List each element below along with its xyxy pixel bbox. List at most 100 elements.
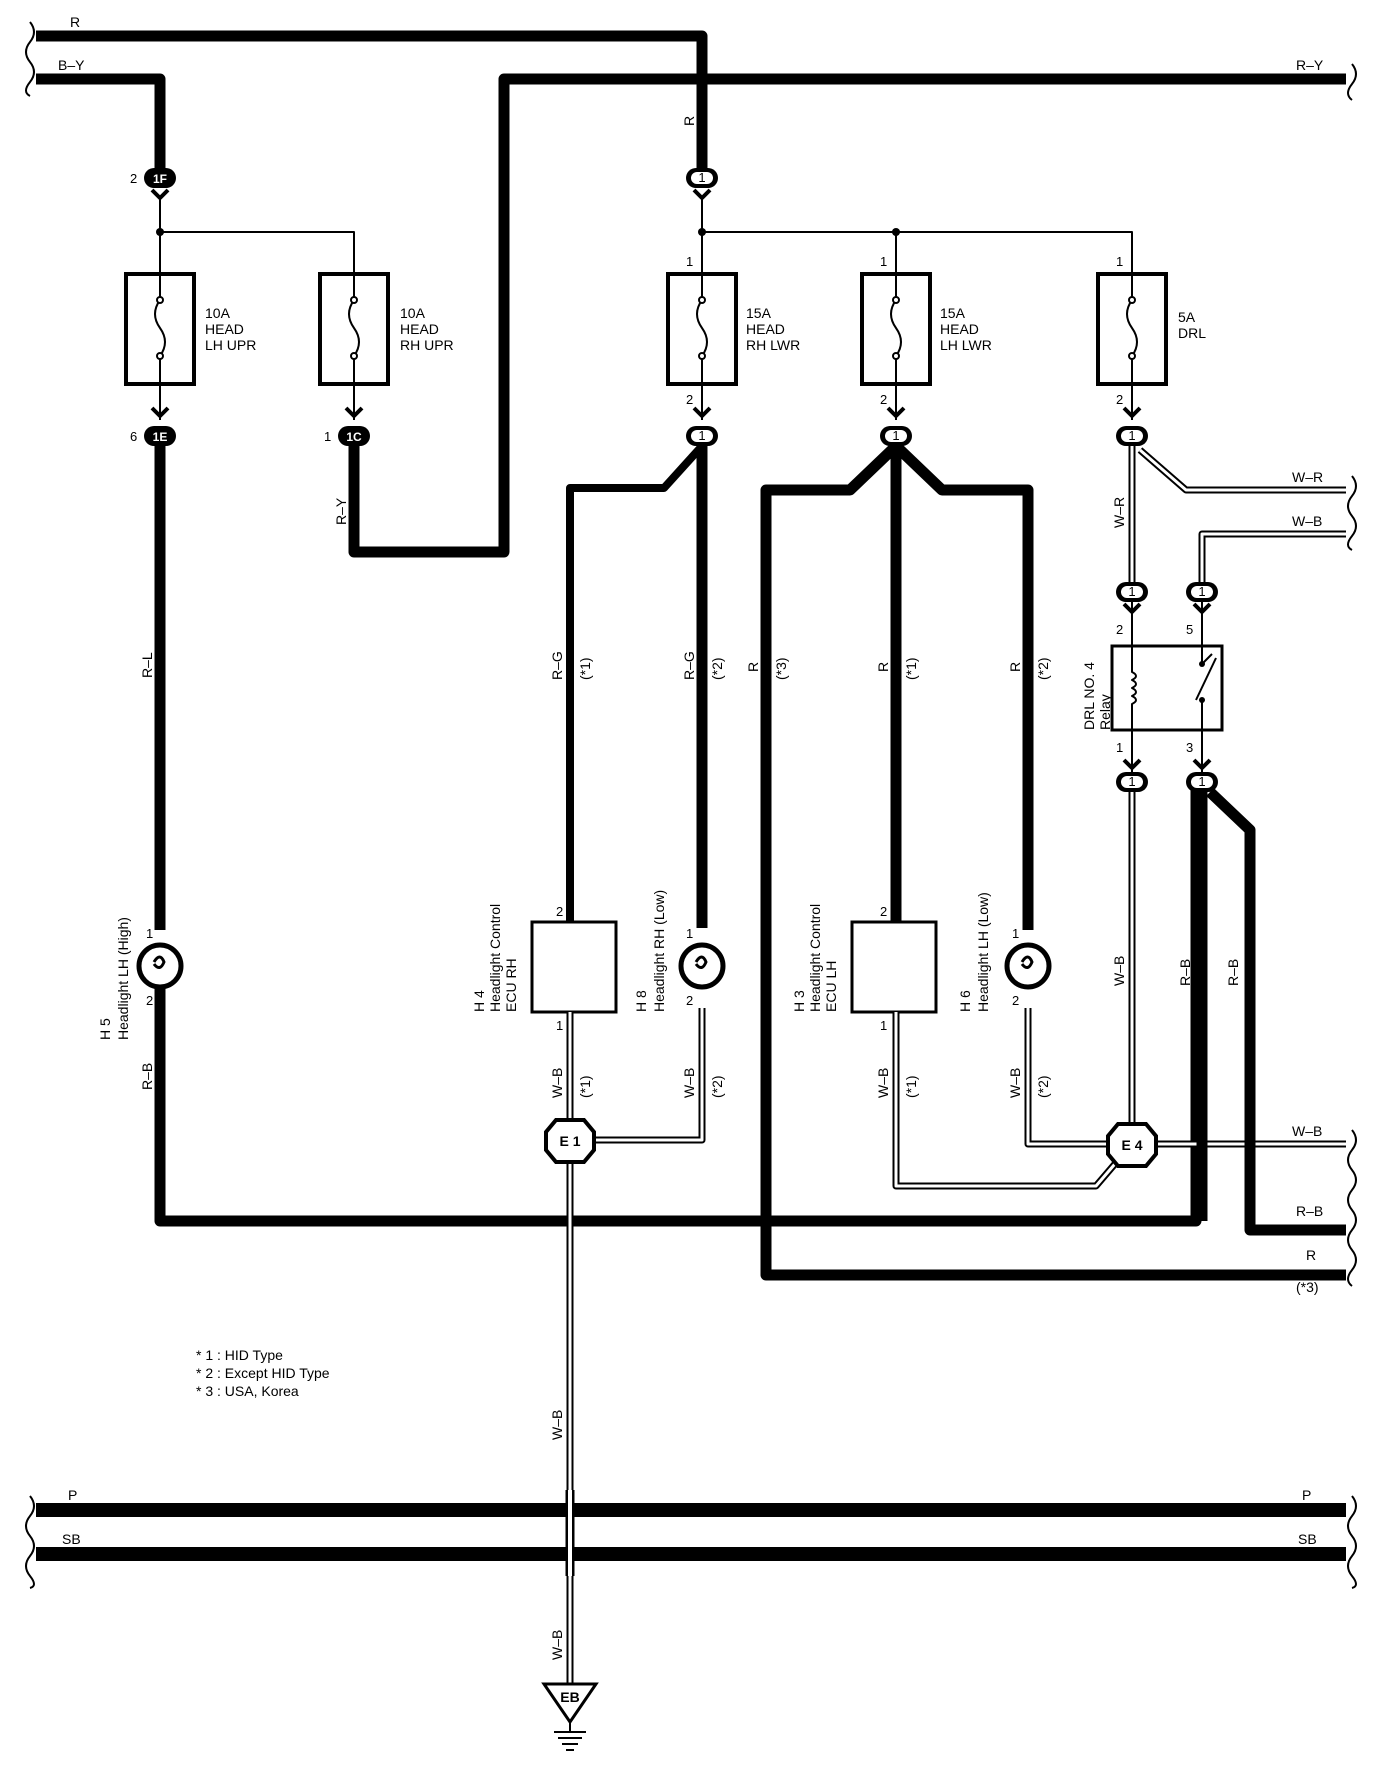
wb-h8-note: (*2) [709, 1075, 725, 1098]
headlight-control-ecu-rh [530, 920, 618, 1014]
wire-relay-rb-out [1206, 788, 1346, 1236]
pin-h4-1: 1 [556, 1018, 563, 1033]
connector-1f: 1F [144, 168, 176, 188]
pin-h5-1: 1 [146, 926, 153, 941]
ground-point-e4: E 4 [1106, 1122, 1158, 1168]
wire-r-g-1-note: (*1) [577, 657, 593, 680]
wire-r-3-note: (*3) [773, 657, 789, 680]
fuse-3-sub: RH LWR [746, 337, 800, 353]
pin-h4-2: 2 [556, 904, 563, 919]
wire-r-l-label: R–L [139, 652, 155, 678]
svg-text:1: 1 [698, 170, 705, 185]
relay-name1: DRL NO. 4 [1081, 662, 1097, 730]
wb-h4-note: (*1) [577, 1075, 593, 1098]
ground-eb: EB [541, 1682, 599, 1751]
h6-name: Headlight LH (Low) [975, 892, 991, 1012]
svg-text:1: 1 [1128, 774, 1135, 789]
wire-rh-lwr-split [566, 443, 705, 922]
connector-1c: 1C [338, 426, 370, 446]
h3-name1: Headlight Control [807, 904, 823, 1012]
h8-name: Headlight RH (Low) [651, 890, 667, 1012]
bus-end-left-bottom [25, 1495, 35, 1589]
fuse-5-amp: 5A [1178, 309, 1196, 325]
note-3: * 3 : USA, Korea [196, 1383, 299, 1399]
fuse-15a-head-lh-lwr [860, 272, 932, 386]
wb-h4: W–B [549, 1068, 565, 1098]
pin-lh-out: 2 [880, 392, 887, 407]
svg-text:E 4: E 4 [1121, 1137, 1142, 1153]
bus-r-label: R [70, 14, 80, 30]
connector-relay-5: 1 [1186, 582, 1218, 602]
bus-sb-left: SB [62, 1531, 81, 1547]
svg-text:1E: 1E [153, 430, 168, 444]
bus-end-left-top [25, 21, 35, 97]
splice-left [159, 198, 355, 278]
wire-r-2-note: (*2) [1035, 657, 1051, 680]
h5-code: H 5 [97, 1018, 113, 1040]
wire-r-vert-label: R [681, 116, 697, 126]
relay-name2: Relay [1097, 694, 1113, 730]
splice-right [701, 198, 1133, 278]
wire-r-1: R [875, 662, 891, 672]
relay-pin-2: 2 [1116, 622, 1123, 637]
bus-r-y-label: R–Y [1296, 57, 1324, 73]
fuse-3-amp: 15A [746, 305, 772, 321]
wb-relay: W–B [1111, 956, 1127, 986]
rb-right: R–B [1296, 1203, 1323, 1219]
fuse-5a-drl [1096, 272, 1168, 386]
fuse-4-name: HEAD [940, 321, 979, 337]
note-2: * 2 : Except HID Type [196, 1365, 330, 1381]
wb-h3: W–B [875, 1068, 891, 1098]
connector-relay-2: 1 [1116, 582, 1148, 602]
h8-code: H 8 [633, 990, 649, 1012]
headlight-control-ecu-lh [850, 920, 938, 1014]
bus-end-right-top [1347, 63, 1357, 101]
pin-6-1e: 6 [130, 429, 137, 444]
fuse-2-amp: 10A [400, 305, 426, 321]
svg-text:1F: 1F [153, 172, 167, 186]
wire-lh-lwr-right [892, 442, 1034, 930]
svg-text:1: 1 [1198, 774, 1205, 789]
pin-h3-1: 1 [880, 1018, 887, 1033]
fuse-4-sub: LH LWR [940, 337, 992, 353]
relay-pin-5: 5 [1186, 622, 1193, 637]
bus-sb-right: SB [1298, 1531, 1317, 1547]
wb-h6-note: (*2) [1035, 1075, 1051, 1098]
pin-rh-out: 2 [686, 392, 693, 407]
h6-code: H 6 [957, 990, 973, 1012]
pin-h6-1: 1 [1012, 926, 1019, 941]
wire-r-g-2-note: (*2) [709, 657, 725, 680]
w-r-right: W–R [1292, 469, 1323, 485]
fuse-2-sub: RH UPR [400, 337, 454, 353]
svg-text:1: 1 [698, 428, 705, 443]
svg-text:1: 1 [1198, 584, 1205, 599]
ground-icon [554, 1722, 586, 1751]
bus-b-y-label: B–Y [58, 57, 85, 73]
h4-name2: ECU RH [503, 958, 519, 1012]
w-b-right: W–B [1292, 513, 1322, 529]
pin-h6-2: 2 [1012, 993, 1019, 1008]
wb-h8: W–B [681, 1068, 697, 1098]
connector-lh-lwr: 1 [880, 426, 912, 446]
wire-r-b-h5-label: R–B [139, 1063, 155, 1090]
h4-name1: Headlight Control [487, 904, 503, 1012]
pin-drl-out: 2 [1116, 392, 1123, 407]
bus-b-y [36, 73, 166, 168]
connector-1e: 1E [144, 426, 176, 446]
bus-end-right-mid [1347, 475, 1357, 1287]
wire-r-2: R [1007, 662, 1023, 672]
pin-h8-2: 2 [686, 993, 693, 1008]
h3-code: H 3 [791, 990, 807, 1012]
wb-wires [566, 446, 1346, 1700]
svg-text:1C: 1C [346, 430, 362, 444]
rb-relay-a: R–B [1177, 959, 1193, 986]
pin-drl-in: 1 [1116, 254, 1123, 269]
pin-2-1f: 2 [130, 171, 137, 186]
headlight-lh-high [136, 942, 184, 990]
bus-p-left: P [68, 1487, 77, 1503]
h3-name2: ECU LH [823, 961, 839, 1012]
fuse-10a-head-rh-upr [318, 272, 390, 386]
connector-r-top: 1 [686, 168, 718, 188]
pin-rh-in: 1 [686, 254, 693, 269]
chevron-down-icon [150, 406, 1142, 418]
